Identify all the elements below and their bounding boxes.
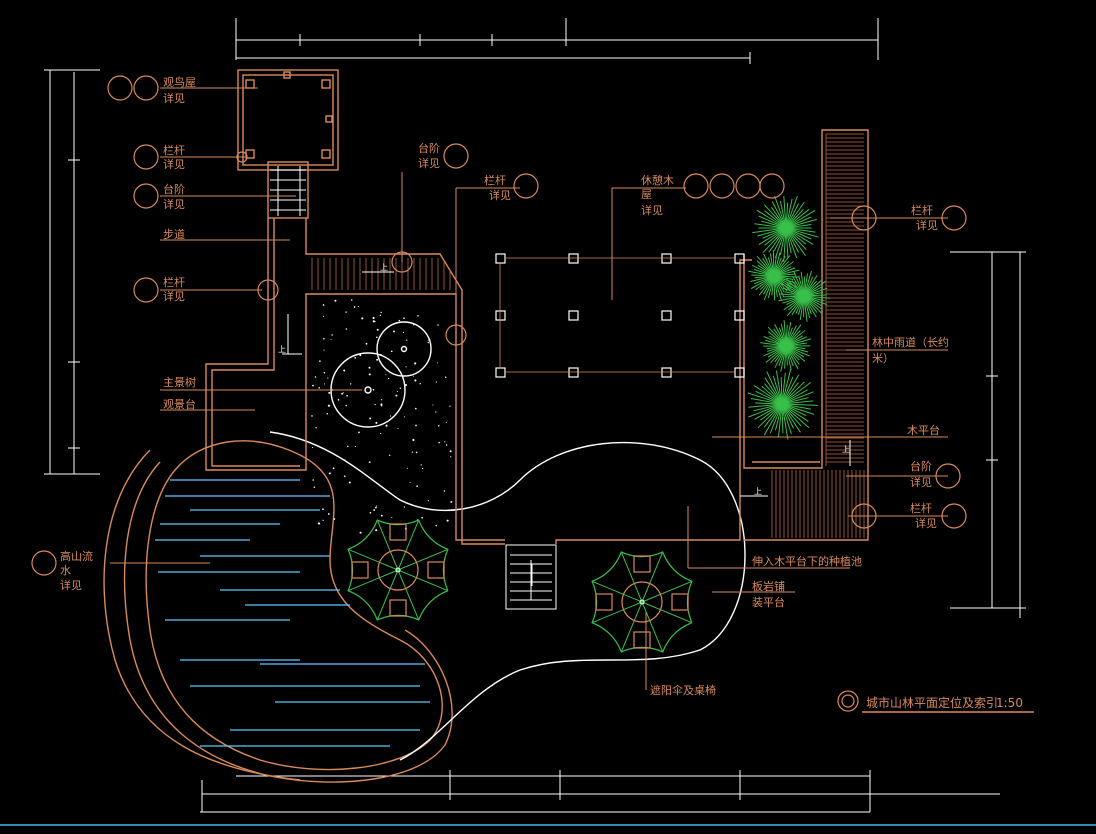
label-umbrella: 遮阳伞及桌椅 [650,683,716,697]
label-steps-right: 台阶 [910,459,932,473]
label-slate-platform: 板岩铺 [752,579,785,593]
label-rest-house: 休憩木 [641,173,674,187]
label-alpine-water-ref: 详见 [60,578,82,592]
umbrella-table-sets [347,519,693,653]
label-walkway: 步道 [163,227,185,241]
label-railing-1-ref: 详见 [163,157,185,171]
label-railing-2-ref: 详见 [163,289,185,303]
reference-circles [31,75,967,712]
label-steps-right-ref: 详见 [910,475,932,489]
leader-lines [110,87,948,690]
label-planting-pool: 伸入木平台下的种植池 [752,554,862,568]
label-steps-top-ref: 详见 [418,156,440,170]
green-tree [752,195,819,262]
label-railing-1: 栏杆 [163,143,185,157]
label-forest-path: 林中雨道（长约 [872,335,949,349]
umbrella-set [591,551,693,653]
green-tree-symbols [747,195,830,440]
water-lines [155,479,430,747]
drawing-scale: 1:50 [996,696,1023,710]
up-mark-3: 上 [754,487,762,496]
up-mark-4: 上 [842,445,850,454]
label-rest-house-ref: 详见 [641,203,663,217]
label-rest-house-2: 屋 [641,188,652,201]
lower-deck-hatching [771,470,865,538]
label-railing-2: 栏杆 [163,275,185,289]
label-railing-right-2-ref: 详见 [915,516,937,530]
deck-hatching-top [311,258,451,290]
dimension-lines [44,18,1026,813]
label-steps-1: 台阶 [163,182,185,196]
label-railing-top: 栏杆 [484,173,506,187]
label-railing-right-2: 栏杆 [910,501,932,515]
forest-path-hatching [825,133,864,466]
label-forest-path-2: 米） [872,352,894,365]
bottom-edge-line [0,824,1096,826]
label-steps-top: 台阶 [418,141,440,155]
steps-bottom [505,544,557,610]
label-railing-right: 栏杆 [911,203,933,217]
main-tree-symbols [330,321,432,428]
labels: 观鸟屋 详见 栏杆 详见 台阶 详见 步道 栏杆 详见 主景树 观景台 高山流 … [60,75,1023,710]
label-main-tree: 主景树 [163,375,196,389]
label-steps-1-ref: 详见 [163,197,185,211]
up-mark-1: 上 [380,263,388,272]
label-birdhouse: 观鸟屋 [163,75,196,89]
label-wood-platform: 木平台 [907,423,940,437]
label-alpine-water-2: 水 [60,564,71,577]
up-mark-2: 上 [278,345,286,354]
steps-birdhouse [270,166,306,216]
up-marks: 上 上 上 上 [278,263,850,496]
label-viewing-deck: 观景台 [163,397,196,411]
label-slate-platform-2: 装平台 [752,595,785,609]
label-alpine-water: 高山流 [60,549,93,563]
up-arrows [282,271,851,586]
planting-bed-dots [311,299,453,534]
label-railing-right-ref: 详见 [916,218,938,232]
label-railing-top-ref: 详见 [489,188,511,202]
structure-walls [205,69,869,545]
drawing-title: 城市山林平面定位及索引 [866,695,998,710]
green-tree [760,320,812,372]
meandering-path [269,431,746,761]
green-tree [778,270,830,322]
label-birdhouse-ref: 详见 [163,91,185,105]
rest-house-columns [495,253,745,378]
green-tree [747,368,819,440]
pond [103,440,453,783]
umbrella-set [347,519,449,621]
